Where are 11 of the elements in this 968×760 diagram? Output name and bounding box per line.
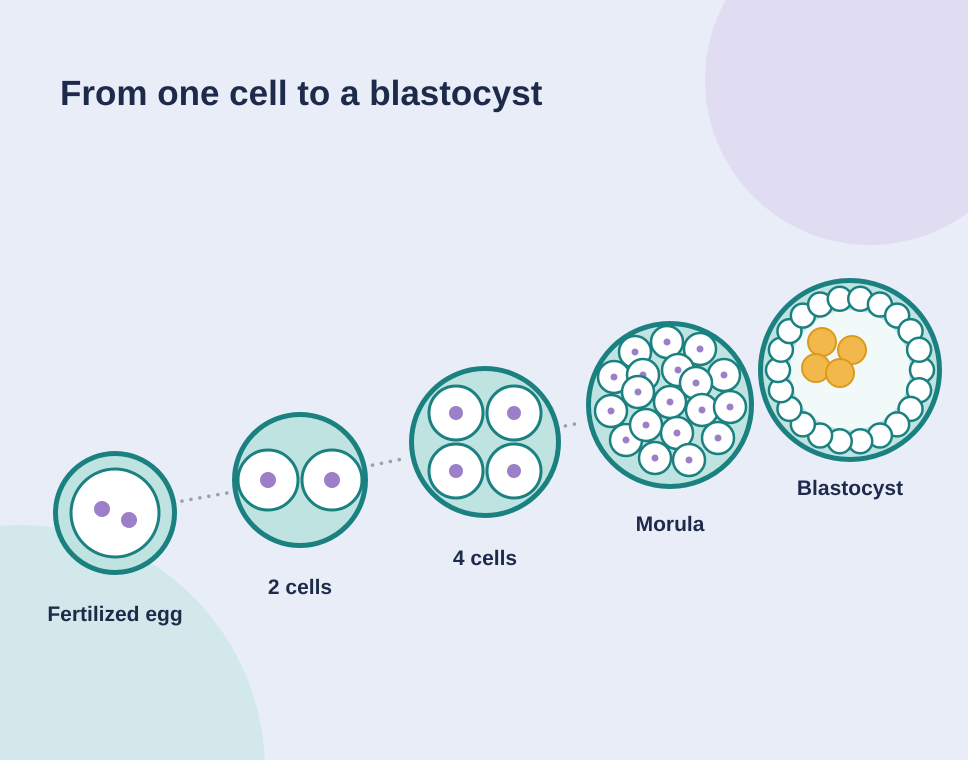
stage-label: Fertilized egg bbox=[47, 603, 183, 627]
stage-label: Morula bbox=[636, 513, 704, 537]
stage-label: 2 cells bbox=[268, 576, 332, 600]
embryo-circle bbox=[232, 412, 368, 548]
embryo-circle bbox=[586, 321, 754, 489]
title: From one cell to a blastocyst bbox=[60, 74, 542, 114]
embryo-circle bbox=[409, 366, 561, 518]
stage-label: Blastocyst bbox=[796, 477, 904, 501]
stage-label: 4 cells bbox=[452, 547, 518, 571]
dotted-connector bbox=[180, 491, 229, 503]
embryo-circle bbox=[53, 451, 177, 575]
